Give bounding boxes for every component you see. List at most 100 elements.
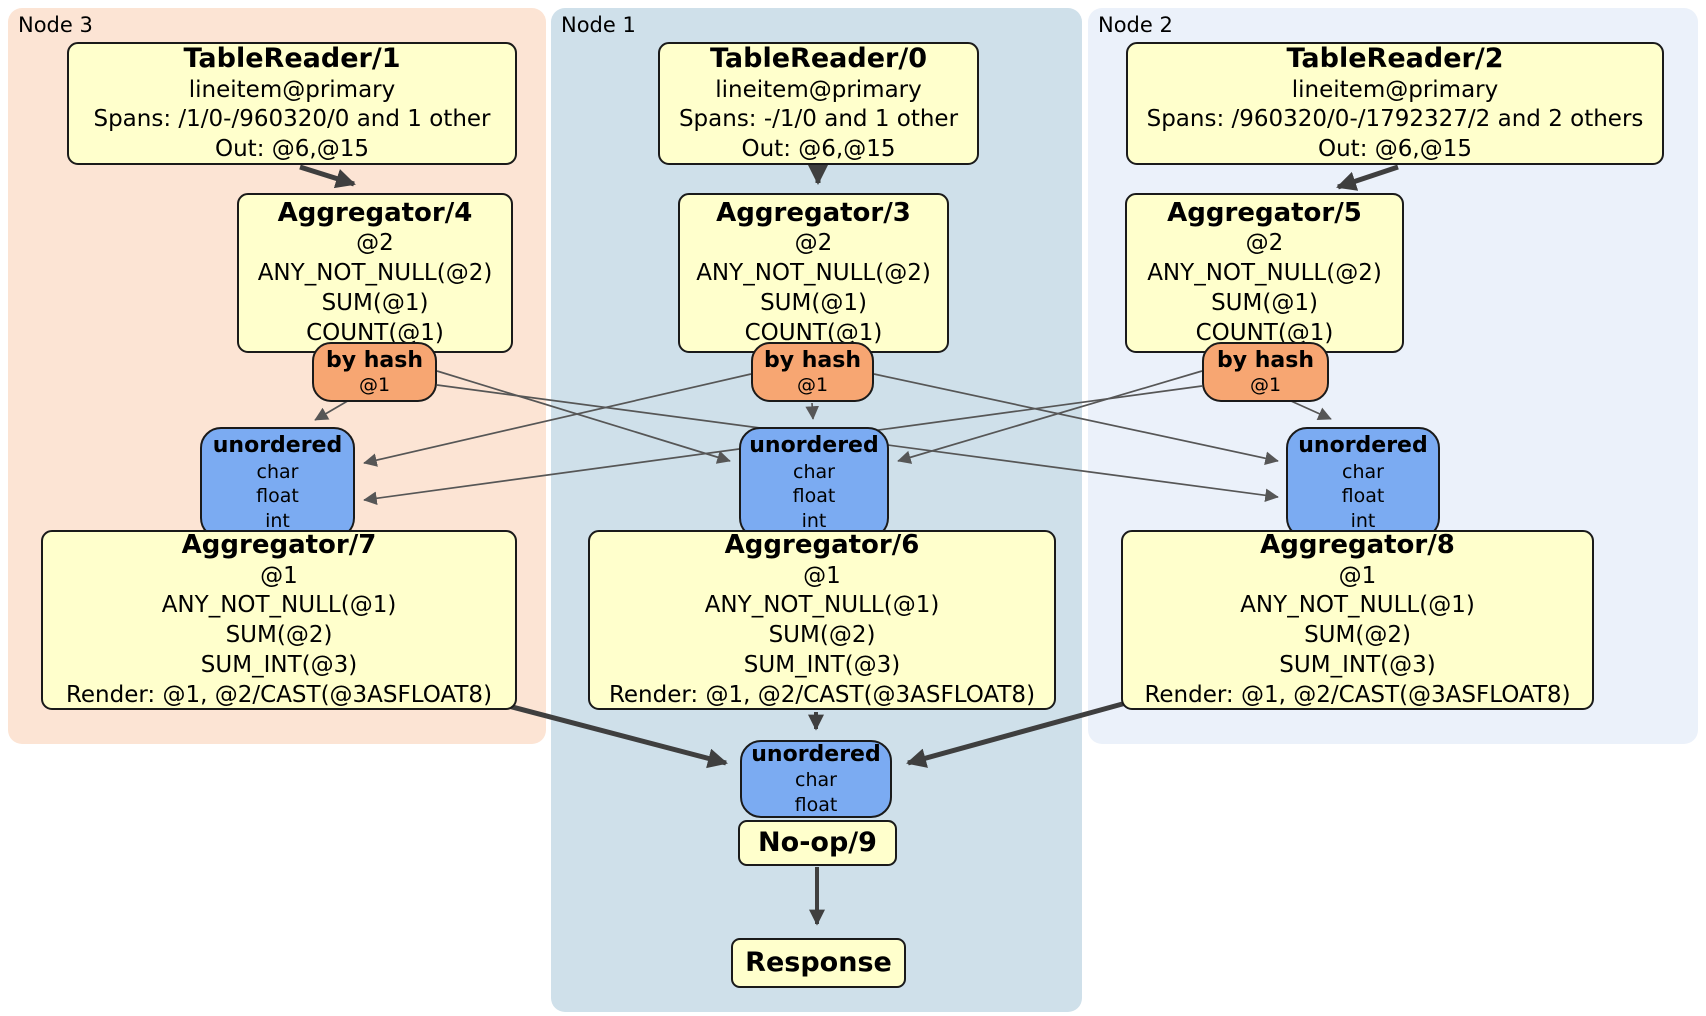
box-line: Spans: -/1/0 and 1 other [678,106,959,133]
edge-router4-sync1 [436,370,731,464]
node3-label: Node 3 [18,13,93,37]
box-title: Aggregator/6 [724,530,920,561]
box-title: Aggregator/5 [1167,197,1362,228]
edge-router3-sync3 [363,373,752,467]
box-line: int [801,510,827,533]
unordered-sync-node3: unordered char float int [200,427,355,539]
box-line: ANY_NOT_NULL(@2) [1147,260,1382,287]
box-line: @2 [1245,230,1284,257]
edge-agg7-sync [496,700,728,769]
hash-router-5: by hash @1 [1202,342,1329,402]
box-line: Spans: /960320/0-/1792327/2 and 2 others [1146,106,1644,133]
box-line: @1 [803,562,841,589]
box-title: by hash [325,348,423,374]
box-title: TableReader/1 [183,42,401,74]
box-line: SUM(@2) [225,622,333,649]
box-title: No-op/9 [758,827,877,859]
box-line: float [1341,485,1385,508]
node2-label: Node 2 [1098,13,1173,37]
unordered-sync-final: unordered char float [740,740,892,818]
box-line: int [1350,510,1376,533]
edge-router5-sync2 [1290,400,1332,420]
box-line: ANY_NOT_NULL(@1) [1240,592,1475,619]
box-line: SUM_INT(@3) [743,652,901,679]
box-line: COUNT(@1) [744,320,883,347]
box-line: lineitem@primary [715,76,922,103]
box-line: @1 [260,562,298,589]
aggregator-7-node: Aggregator/7 @1 ANY_NOT_NULL(@1) SUM(@2)… [41,530,517,710]
box-line: char [795,769,837,792]
box-line: Out: @6,@15 [215,136,369,163]
tablereader-0-node: TableReader/0 lineitem@primary Spans: -/… [658,42,979,165]
edge-tr1-agg4 [299,164,356,189]
box-title: unordered [1298,433,1428,459]
aggregator-4-node: Aggregator/4 @2 ANY_NOT_NULL(@2) SUM(@1)… [237,193,513,353]
box-line: char [256,460,299,483]
box-line: Spans: /1/0-/960320/0 and 1 other [93,106,491,133]
box-title: Aggregator/3 [716,197,911,228]
box-line: float [256,485,299,508]
box-line: char [1342,460,1384,483]
box-title: Aggregator/8 [1260,530,1455,561]
aggregator-5-node: Aggregator/5 @2 ANY_NOT_NULL(@2) SUM(@1)… [1125,193,1404,353]
box-line: Render: @1, @2/CAST(@3ASFLOAT8) [608,682,1036,709]
aggregator-6-node: Aggregator/6 @1 ANY_NOT_NULL(@1) SUM(@2)… [588,530,1056,710]
box-line: int [265,510,290,533]
box-title: Response [745,947,892,979]
box-line: Render: @1, @2/CAST(@3ASFLOAT8) [1144,682,1571,709]
box-line: ANY_NOT_NULL(@2) [696,260,931,287]
box-title: by hash [763,348,861,374]
box-line: @1 [796,373,829,396]
aggregator-8-node: Aggregator/8 @1 ANY_NOT_NULL(@1) SUM(@2)… [1121,530,1594,710]
edge-router3-sync1 [805,402,819,420]
box-line: Out: @6,@15 [741,136,896,163]
edge-tr2-agg5 [1336,164,1399,191]
edge-agg8-sync [906,700,1127,768]
hash-router-3: by hash @1 [751,342,874,402]
box-line: ANY_NOT_NULL(@1) [161,592,397,619]
box-line: @1 [1338,562,1377,589]
box-title: Aggregator/4 [277,197,473,228]
box-line: SUM(@1) [321,290,429,317]
box-title: unordered [212,433,343,459]
box-line: ANY_NOT_NULL(@2) [257,260,493,287]
box-line: Out: @6,@15 [1318,136,1472,163]
unordered-sync-node2: unordered char float int [1286,427,1440,539]
unordered-sync-node1: unordered char float int [739,427,889,539]
box-line: lineitem@primary [1291,76,1499,103]
edge-router4-sync3 [314,398,352,421]
box-line: SUM_INT(@3) [1279,652,1436,679]
box-line: SUM(@2) [768,622,876,649]
tablereader-2-node: TableReader/2 lineitem@primary Spans: /9… [1126,42,1664,165]
box-line: Render: @1, @2/CAST(@3ASFLOAT8) [65,682,493,709]
box-line: char [793,460,835,483]
edge-router3-sync2 [873,373,1279,465]
box-title: unordered [749,433,879,459]
response-node: Response [731,938,906,988]
box-line: @1 [358,373,391,396]
box-title: TableReader/0 [710,42,927,74]
box-line: ANY_NOT_NULL(@1) [704,592,940,619]
box-line: COUNT(@1) [1195,320,1334,347]
noop-node: No-op/9 [738,820,897,866]
box-line: @1 [1249,373,1282,396]
box-title: Aggregator/7 [181,530,377,561]
box-line: float [794,793,838,816]
box-line: COUNT(@1) [306,320,444,347]
box-line: lineitem@primary [188,76,396,103]
box-title: TableReader/2 [1286,42,1504,74]
box-line: SUM(@2) [1304,622,1411,649]
box-line: float [792,485,836,508]
box-line: @2 [356,230,394,257]
aggregator-3-node: Aggregator/3 @2 ANY_NOT_NULL(@2) SUM(@1)… [678,193,949,353]
box-line: SUM(@1) [1211,290,1318,317]
node1-label: Node 1 [561,13,636,37]
box-line: SUM(@1) [760,290,867,317]
tablereader-1-node: TableReader/1 lineitem@primary Spans: /1… [67,42,517,165]
box-line: @2 [794,230,833,257]
hash-router-4: by hash @1 [312,342,437,402]
box-line: SUM_INT(@3) [200,652,358,679]
edge-router5-sync1 [897,370,1203,464]
